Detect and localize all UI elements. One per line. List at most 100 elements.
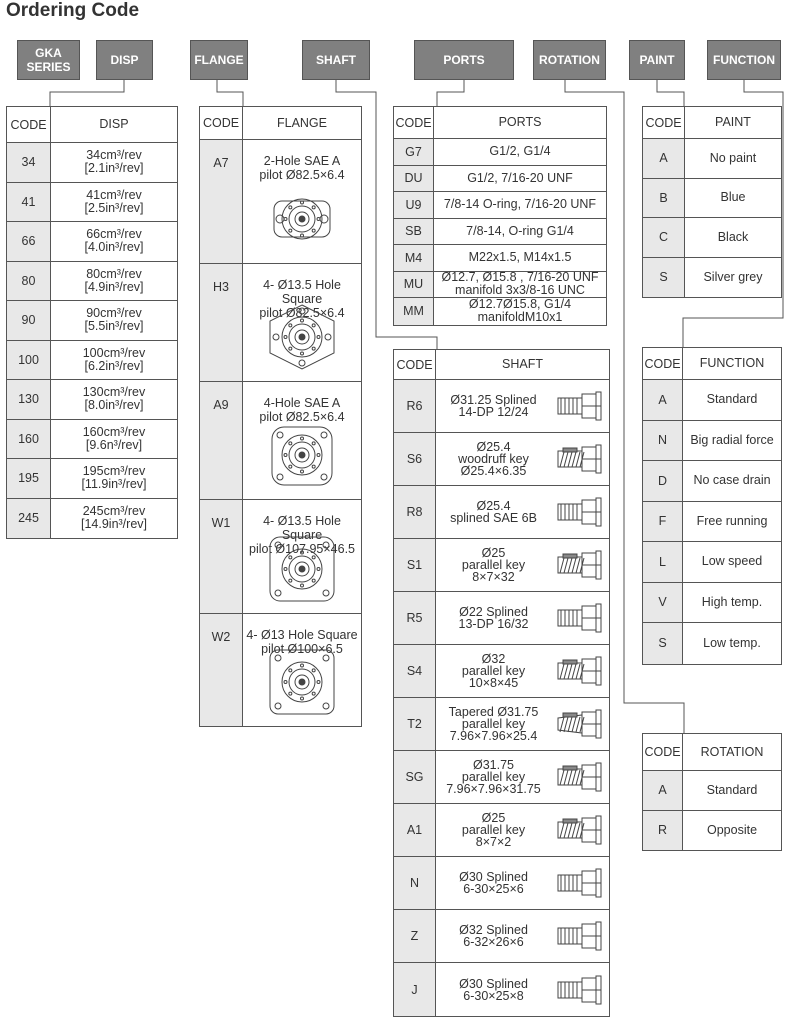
flange-value: 4- Ø13.5 Hole Square pilot Ø82.5×6.4 [259, 278, 345, 320]
disp-code: 34 [7, 143, 51, 182]
disp-value: 100cm³/rev [6.2in³/rev] [82, 345, 146, 373]
paint-value-header: PAINT [715, 115, 751, 129]
splined-shaft-icon [557, 975, 602, 1004]
tapered-shaft-icon [557, 709, 602, 739]
ports-code-header: CODE [394, 107, 434, 138]
square-flange-icon [269, 649, 335, 715]
disp-code: 195 [7, 459, 51, 498]
shaft-cell: Ø25 parallel key 8×7×32 [436, 539, 609, 591]
disp-code: 100 [7, 340, 51, 379]
flange-code-header: CODE [200, 107, 243, 139]
disp-row: 100 100cm³/rev [6.2in³/rev] [7, 340, 177, 380]
shaft-row: R6 Ø31.25 Splined 14-DP 12/24 [394, 380, 609, 433]
shaft-row: Z Ø32 Splined 6-32×26×6 [394, 910, 609, 963]
paint-code: C [643, 218, 685, 257]
shaft-code: Z [394, 910, 436, 962]
shaft-code: R5 [394, 592, 436, 644]
shaft-code: R6 [394, 380, 436, 432]
paint-value: Blue [720, 190, 746, 205]
disp-value: 130cm³/rev [8.0in³/rev] [82, 385, 146, 413]
shaft-cell: Ø30 Splined 6-30×25×6 [436, 857, 609, 909]
shaft-code: S4 [394, 645, 436, 697]
shaft-code-header: CODE [394, 350, 436, 379]
flange-drawing [243, 533, 361, 605]
disp-code: 130 [7, 380, 51, 419]
shaft-cell: Ø31.25 Splined 14-DP 12/24 [436, 380, 609, 432]
disp-value-header: DISP [99, 117, 129, 131]
header-function: FUNCTION [707, 40, 781, 80]
ports-code: MM [394, 298, 434, 325]
shaft-value: Ø32 Splined 6-32×26×6 [459, 923, 528, 949]
shaft-drawing [551, 709, 609, 739]
shaft-code: T2 [394, 698, 436, 750]
square-flange-large-icon [269, 536, 335, 602]
rotation-code: R [643, 810, 683, 850]
keyed-shaft-icon [557, 550, 602, 580]
rotation-code: A [643, 771, 683, 810]
flange-row: A7 2-Hole SAE A pilot Ø82.5×6.4 [200, 140, 361, 264]
ports-code: U9 [394, 192, 434, 218]
rotation-value: Opposite [706, 822, 758, 837]
function-code: S [643, 623, 683, 664]
shaft-drawing [551, 762, 609, 792]
shaft-code: J [394, 963, 436, 1016]
shaft-drawing [551, 656, 609, 686]
flange-code: W2 [200, 614, 243, 726]
rotation-row: R Opposite [643, 810, 781, 850]
header-paint: PAINT [629, 40, 685, 80]
function-code-header: CODE [643, 348, 683, 379]
disp-code: 80 [7, 261, 51, 300]
function-value: High temp. [701, 594, 763, 609]
header-shaft: SHAFT [302, 40, 370, 80]
disp-value: 90cm³/rev [5.5in³/rev] [84, 306, 144, 334]
shaft-value: Ø25.4 splined SAE 6B [450, 499, 537, 525]
flange-code: A7 [200, 140, 243, 263]
flange-value: 2-Hole SAE A pilot Ø82.5×6.4 [259, 154, 345, 182]
ports-code: SB [394, 218, 434, 244]
header-disp: DISP [96, 40, 153, 80]
splined-shaft-icon [557, 497, 602, 527]
disp-value: 66cm³/rev [4.0in³/rev] [84, 227, 144, 255]
shaft-cell: Ø25 parallel key 8×7×2 [436, 804, 609, 856]
flange-drawing [243, 419, 361, 491]
disp-value: 160cm³/rev [9.6n³/rev] [82, 424, 146, 452]
ports-code: MU [394, 271, 434, 297]
shaft-drawing [551, 921, 609, 951]
shaft-drawing [551, 815, 609, 845]
function-code: V [643, 582, 683, 622]
shaft-code: A1 [394, 804, 436, 856]
ports-code: DU [394, 165, 434, 191]
shaft-value: Ø25 parallel key 8×7×32 [461, 546, 526, 584]
shaft-cell: Ø25.4 splined SAE 6B [436, 486, 609, 538]
shaft-cell: Tapered Ø31.75 parallel key 7.96×7.96×25… [436, 698, 609, 750]
function-code: L [643, 542, 683, 582]
page-title: Ordering Code [6, 0, 140, 21]
shaft-value: Ø31.25 Splined 14-DP 12/24 [450, 393, 537, 419]
function-row: V High temp. [643, 582, 781, 623]
shaft-code: S6 [394, 433, 436, 485]
shaft-drawing [551, 868, 609, 898]
flange-code: A9 [200, 382, 243, 499]
shaft-cell: Ø25.4 woodruff key Ø25.4×6.35 [436, 433, 609, 485]
flange-drawing [243, 301, 361, 373]
flange-code: W1 [200, 500, 243, 613]
function-code: A [643, 380, 683, 420]
shaft-drawing [551, 391, 609, 421]
header-flange: FLANGE [190, 40, 248, 80]
